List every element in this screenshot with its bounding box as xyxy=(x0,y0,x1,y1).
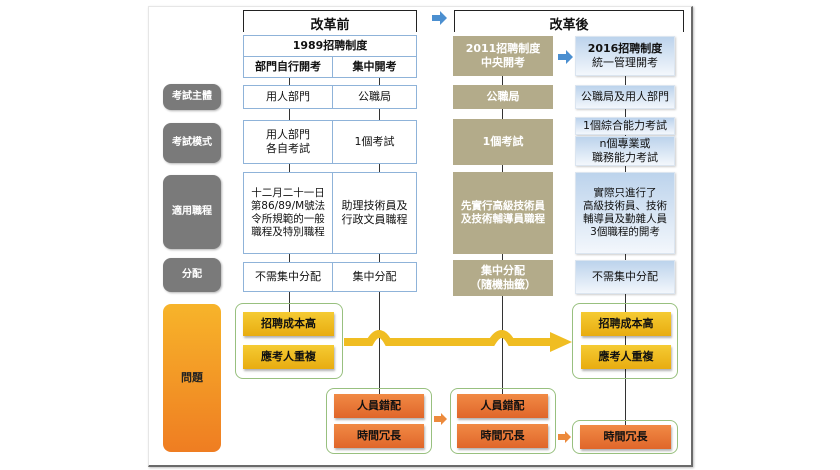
arrow-right-icon xyxy=(558,431,571,443)
header-before-label: 改革前 xyxy=(310,18,350,33)
problem-group-before xyxy=(235,303,343,379)
after-2011-exam-mode: 1個考試 xyxy=(453,119,553,165)
problem-long-time-2016: 時間冗長 xyxy=(580,425,671,449)
after-2016-exam-mode-1: 1個綜合能力考試 xyxy=(575,117,675,135)
system-2011-title: 2011招聘制度 中央開考 xyxy=(453,36,553,76)
col-b-title: 集中開考 xyxy=(332,56,417,78)
before-b-exam-mode: 1個考試 xyxy=(332,120,417,164)
problem-long-time: 時間冗長 xyxy=(334,424,424,448)
header-after: 改革後 xyxy=(454,10,684,33)
problem-group-before-central xyxy=(326,388,432,454)
header-before: 改革前 xyxy=(243,10,417,33)
after-2016-applicable-careers: 實際只進行了 高級技術員、技術 輔導員及勤雜人員 3個職程的開考 xyxy=(575,172,675,254)
problem-mismatch: 人員錯配 xyxy=(334,394,424,418)
before-a-allocation: 不需集中分配 xyxy=(243,262,333,292)
after-2011-exam-body: 公職局 xyxy=(453,85,553,109)
after-2016-exam-body: 公職局及用人部門 xyxy=(575,85,675,109)
before-b-exam-body: 公職局 xyxy=(332,85,417,109)
system-1989-title: 1989招聘制度 xyxy=(243,35,417,57)
problem-group-2016-time xyxy=(572,420,678,454)
problem-persistence-arrow xyxy=(344,330,572,352)
arrow-right-icon xyxy=(558,50,573,64)
after-2016-allocation: 不需集中分配 xyxy=(575,260,675,294)
problem-group-2011 xyxy=(450,388,556,454)
system-2016-label: 2016招聘制度 xyxy=(587,42,663,56)
before-a-exam-mode: 用人部門 各自考試 xyxy=(243,120,333,164)
before-a-applicable-careers: 十二月二十一日 第86/89/M號法 令所規範的一般 職程及特別職程 xyxy=(243,172,333,254)
row-label-allocation: 分配 xyxy=(163,258,221,292)
col-a-title: 部門自行開考 xyxy=(243,56,333,78)
problem-long-time-2011: 時間冗長 xyxy=(457,424,548,448)
system-2016-title: 2016招聘制度 統一管理開考 xyxy=(575,36,675,76)
row-label-applicable-careers: 適用職程 xyxy=(163,175,221,249)
arrow-right-icon xyxy=(432,11,447,25)
problem-duplicate-candidates: 應考人重複 xyxy=(243,345,334,369)
problem-duplicate-candidates-2016: 應考人重複 xyxy=(581,345,671,369)
row-label-exam-body: 考試主體 xyxy=(163,84,221,110)
header-after-label: 改革後 xyxy=(549,18,589,33)
row-label-exam-mode: 考試模式 xyxy=(163,123,221,163)
after-2011-applicable-careers: 先實行高級技術員 及技術輔導員職程 xyxy=(453,172,553,254)
after-2011-allocation: 集中分配 （隨機抽籤） xyxy=(453,260,553,296)
connector-line xyxy=(625,76,626,436)
before-b-applicable-careers: 助理技術員及 行政文員職程 xyxy=(332,172,417,254)
after-2016-exam-mode-2: n個專業或 職務能力考試 xyxy=(575,136,675,166)
problem-mismatch-2011: 人員錯配 xyxy=(457,394,548,418)
problem-group-2016 xyxy=(572,303,678,379)
system-2016-subtitle: 統一管理開考 xyxy=(592,56,658,69)
problem-high-cost: 招聘成本高 xyxy=(243,312,334,336)
before-a-exam-body: 用人部門 xyxy=(243,85,333,109)
row-label-problems: 問題 xyxy=(163,304,221,452)
arrow-right-icon xyxy=(434,413,447,425)
before-b-allocation: 集中分配 xyxy=(332,262,417,292)
problem-high-cost-2016: 招聘成本高 xyxy=(581,312,671,336)
